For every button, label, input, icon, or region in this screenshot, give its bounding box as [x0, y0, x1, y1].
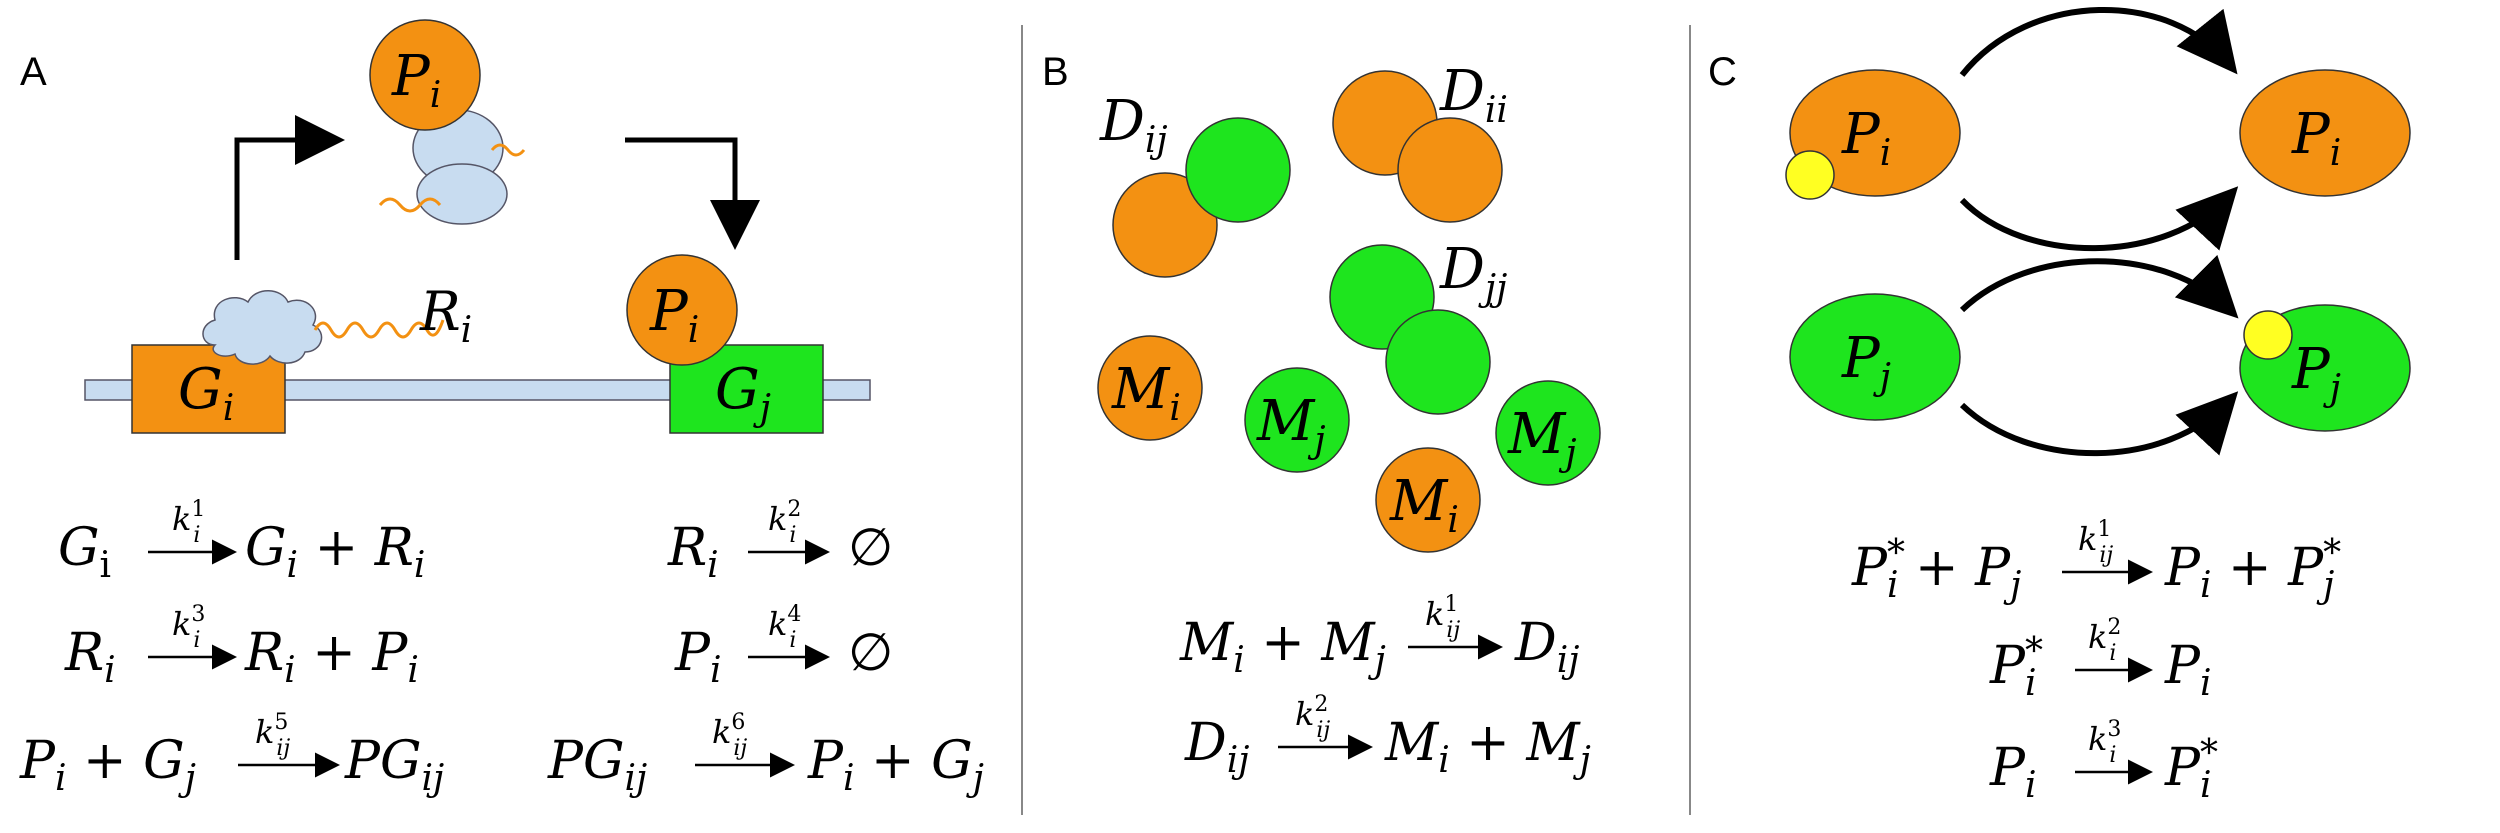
- svg-text:k1i: k1i: [172, 497, 205, 548]
- svg-text:Pi: Pi: [2164, 636, 2212, 704]
- svg-text:Mi: Mi: [1111, 357, 1181, 429]
- transcription-arrow: [234, 115, 345, 260]
- arrow-pj-to-pj: [1959, 391, 2239, 457]
- dimer-dii: Dii: [1332, 59, 1508, 223]
- svg-text:Mi: Mi: [1389, 469, 1459, 541]
- gene-gi: Gi: [131, 344, 286, 434]
- svg-text:Dii: Dii: [1439, 59, 1508, 131]
- protein-pi-translated: Pi: [369, 19, 481, 131]
- panel-a: A Gi Gj Ri: [19, 19, 984, 799]
- svg-text:Ri: Ri: [419, 280, 472, 351]
- panel-c: C Pi Pj Pi Pj P*i + Pj: [1708, 6, 2411, 806]
- protein-pi-star-left: Pi: [1785, 69, 1961, 200]
- svg-text:Gj: Gj: [715, 357, 771, 429]
- svg-text:Ri: Ri: [667, 518, 719, 586]
- svg-text:Djj: Djj: [1439, 237, 1507, 309]
- monomer-mi-2: Mi: [1375, 447, 1481, 553]
- svg-text:Mj: Mj: [1256, 389, 1326, 461]
- svg-text:Dij: Dij: [1099, 89, 1168, 161]
- svg-text:Ri: Ri: [64, 623, 116, 691]
- mrna-ri: Ri: [313, 280, 472, 351]
- panel-c-letter: C: [1708, 50, 1737, 94]
- monomer-mj-1: Mj: [1244, 367, 1350, 473]
- svg-text:Pj: Pj: [1841, 326, 1891, 398]
- protein-pj-left: Pj: [1789, 293, 1961, 421]
- svg-text:k3i: k3i: [2088, 717, 2121, 768]
- protein-pi-bound: Pi: [626, 254, 738, 366]
- svg-text:P*i: P*i: [1989, 631, 2043, 704]
- svg-text:Mj: Mj: [1507, 402, 1577, 474]
- panel-b-letter: B: [1042, 50, 1069, 94]
- svg-text:k3i: k3i: [172, 602, 205, 653]
- svg-text:k4i: k4i: [768, 602, 801, 653]
- svg-text:PGij: PGij: [344, 731, 444, 799]
- svg-text:Ri + Pi: Ri + Pi: [244, 623, 419, 691]
- svg-text:∅: ∅: [848, 623, 893, 683]
- dimer-dij: Dij: [1099, 89, 1291, 278]
- arrow-pj-to-pi: [1959, 254, 2239, 319]
- svg-text:Gi: Gi: [58, 518, 111, 586]
- polymerase-cloud: [202, 290, 323, 365]
- monomer-mj-2: Mj: [1495, 380, 1601, 486]
- svg-text:Dij: Dij: [1514, 613, 1579, 681]
- protein-pi-right: Pi: [2239, 69, 2411, 197]
- svg-text:Dij: Dij: [1184, 713, 1249, 781]
- dimer-djj: Djj: [1329, 237, 1507, 415]
- svg-text:Gi + Ri: Gi + Ri: [245, 518, 425, 586]
- arrow-pi-to-pi: [1959, 6, 2238, 77]
- svg-text:Pi + Gj: Pi + Gj: [807, 731, 984, 799]
- svg-text:Pj: Pj: [2291, 337, 2341, 409]
- svg-text:k2i: k2i: [2088, 615, 2121, 666]
- svg-text:P*i: P*i: [2164, 733, 2218, 806]
- svg-text:Mi + Mj: Mi + Mj: [1179, 613, 1386, 681]
- svg-text:∅: ∅: [848, 518, 893, 578]
- panel-a-letter: A: [20, 50, 47, 94]
- ribosome: [378, 109, 526, 225]
- svg-text:Pi: Pi: [1989, 738, 2037, 806]
- panel-b: B Dij Dii Djj Mi Mj Mj: [1042, 50, 1601, 781]
- arrow-pi-to-pj: [1959, 186, 2239, 252]
- svg-text:Pi: Pi: [674, 623, 722, 691]
- svg-text:Pi + Gj: Pi + Gj: [19, 731, 196, 799]
- svg-text:PGij: PGij: [547, 731, 647, 799]
- svg-text:k2i: k2i: [768, 497, 801, 548]
- binding-arrow: [625, 137, 760, 250]
- protein-pj-star-right: Pj: [2239, 304, 2411, 432]
- svg-text:Mi + Mj: Mi + Mj: [1384, 713, 1591, 781]
- svg-text:P*i + Pj: P*i + Pj: [1851, 533, 2021, 606]
- monomer-mi-1: Mi: [1097, 335, 1203, 441]
- svg-text:Pi + P*j: Pi + P*j: [2164, 533, 2341, 606]
